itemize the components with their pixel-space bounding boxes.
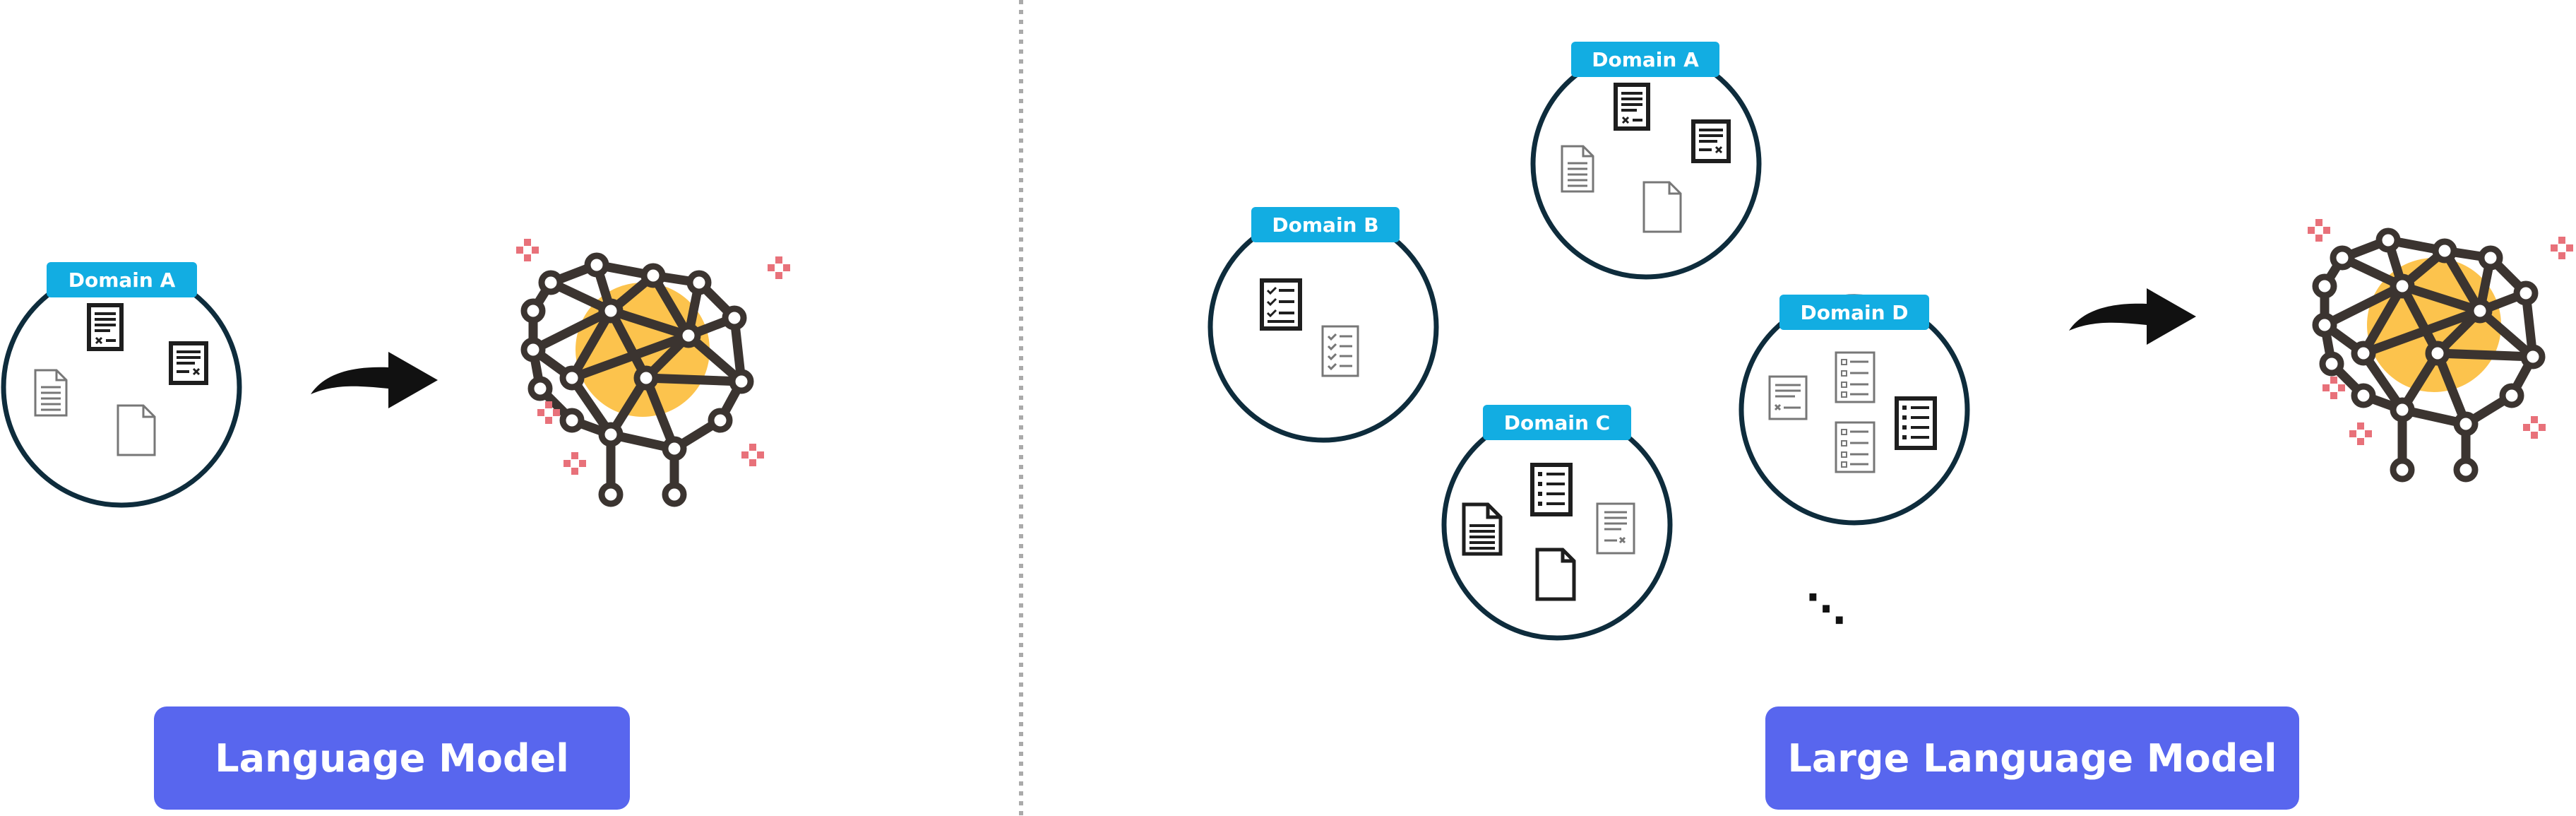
- right-domain-c-circle: [1441, 409, 1673, 641]
- document-icon: [1642, 181, 1682, 233]
- sparkle-icon: [741, 444, 764, 466]
- right-domain-b-tag: Domain B: [1251, 207, 1400, 242]
- sparkle-icon: [564, 452, 586, 475]
- form-document-icon: [1596, 502, 1635, 555]
- large-language-model-label: Large Language Model: [1765, 706, 2299, 810]
- right-domain-c-tag: Domain C: [1483, 405, 1631, 440]
- list-document-icon: [1897, 398, 1935, 448]
- checklist-icon: [1321, 325, 1359, 377]
- document-icon: [117, 404, 156, 456]
- document-icon: [1561, 145, 1594, 193]
- sparkle-icon: [768, 256, 790, 279]
- left-domain-a-tag: Domain A: [47, 262, 197, 297]
- left-brain-icon: [524, 256, 751, 504]
- right-domain-a-tag: Domain A: [1571, 42, 1719, 77]
- right-arrow-icon: [2069, 288, 2196, 345]
- document-icon: [34, 369, 68, 417]
- document-icon: [1616, 85, 1648, 129]
- language-model-label: Language Model: [154, 706, 630, 810]
- list-document-icon: [1532, 465, 1570, 514]
- sparkle-icon: [2308, 219, 2330, 242]
- document-icon: [89, 305, 121, 349]
- document-icon: [1537, 550, 1574, 599]
- sparkle-icon: [2349, 422, 2372, 445]
- form-document-icon: [1768, 375, 1808, 420]
- form-document-icon: [171, 343, 206, 383]
- list-document-icon: [1835, 421, 1876, 473]
- right-domain-d-tag: Domain D: [1779, 295, 1929, 330]
- more-domains-ellipsis: ⋱: [1806, 586, 1846, 632]
- document-icon: [1464, 504, 1501, 554]
- left-arrow-icon: [311, 352, 438, 408]
- list-document-icon: [1835, 351, 1876, 403]
- sparkle-icon: [2551, 237, 2573, 259]
- right-domain-b-circle: [1208, 211, 1439, 443]
- sparkle-icon: [2523, 416, 2546, 439]
- checklist-icon: [1262, 280, 1300, 329]
- sparkle-icon: [516, 239, 539, 261]
- right-domain-d-circle: [1739, 294, 1970, 526]
- right-domain-a-circle: [1530, 48, 1762, 280]
- form-document-icon: [1693, 122, 1729, 161]
- right-brain-icon: [2315, 231, 2542, 479]
